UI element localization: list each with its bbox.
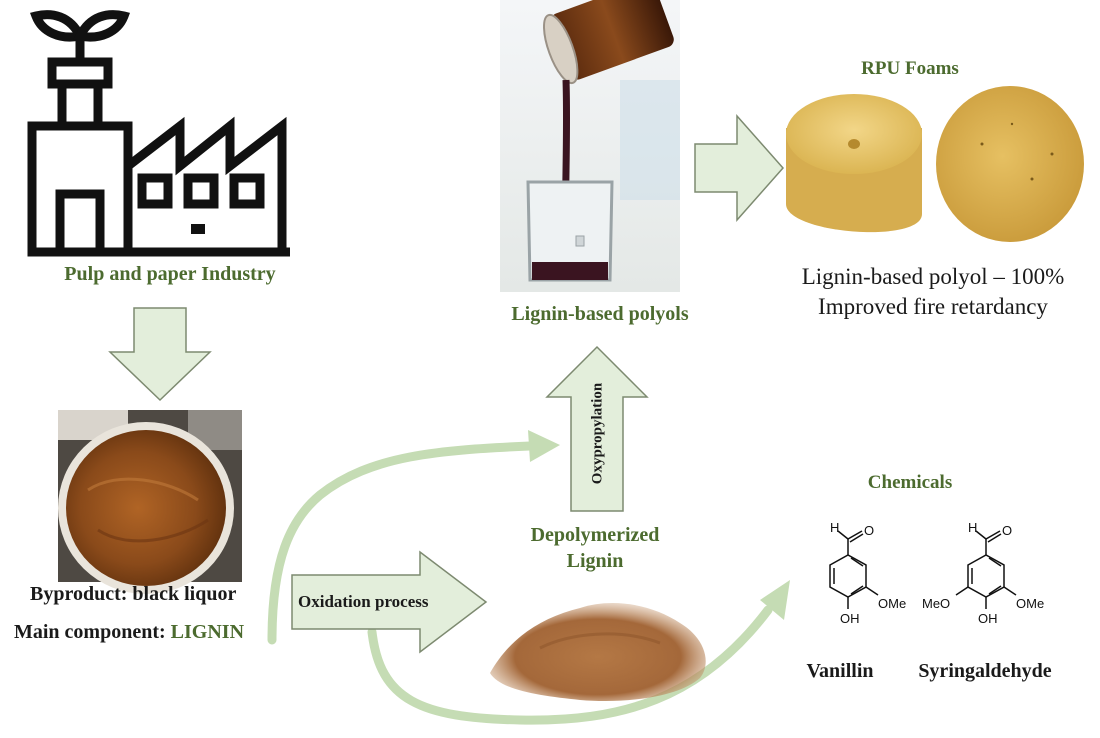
oxypropylation-label: Oxypropylation [589, 382, 606, 485]
vanillin-h: H [830, 520, 839, 535]
byproduct-label: Byproduct: black liquor [30, 583, 237, 605]
main-component-prefix: Main component: [14, 621, 171, 643]
factory-icon [27, 10, 290, 257]
syringaldehyde-ome: OMe [1016, 596, 1044, 611]
oxypropylation-label-wrap: Oxypropylation [583, 370, 613, 510]
vanillin-o: O [864, 523, 874, 538]
syringaldehyde-h: H [968, 520, 977, 535]
syringaldehyde-structure: H O MeO OMe OH [922, 520, 1044, 626]
depolymerized-line2: Lignin [566, 550, 624, 572]
chemicals-title: Chemicals [867, 472, 953, 493]
syringaldehyde-o: O [1002, 523, 1012, 538]
factory-label: Pulp and paper Industry [64, 263, 276, 285]
syringaldehyde-oh: OH [978, 611, 998, 626]
rpu-line1: Lignin-based polyol – 100% [801, 264, 1065, 289]
vanillin-ome: OMe [878, 596, 906, 611]
rpu-foam-photo [786, 86, 1084, 242]
lignin-highlight: LIGNIN [170, 621, 245, 643]
black-liquor-photo [58, 410, 242, 594]
syringaldehyde-name: Syringaldehyde [918, 660, 1052, 682]
rpu-description: Lignin-based polyol – 100% Improved fire… [768, 262, 1098, 322]
oxypropylation-arrow [545, 345, 649, 512]
rpu-title: RPU Foams [861, 58, 959, 79]
lignin-powder-photo [490, 603, 706, 702]
polyol-pour-photo [500, 0, 680, 292]
depolymerized-line1: Depolymerized [530, 524, 660, 546]
syringaldehyde-meo: MeO [922, 596, 950, 611]
depolymerized-label: Depolymerized Lignin [490, 522, 700, 574]
rpu-line2: Improved fire retardancy [818, 294, 1048, 319]
curve-to-oxypropylation [267, 441, 535, 645]
main-component-label: Main component: LIGNIN [14, 621, 314, 644]
polyols-label: Lignin-based polyols [511, 303, 689, 325]
vanillin-name: Vanillin [806, 660, 874, 682]
curve-to-chemicals [367, 605, 773, 725]
oxidation-label: Oxidation process [298, 592, 429, 611]
right-arrow-foams [694, 114, 785, 222]
oxidation-arrow [291, 550, 488, 654]
vanillin-structure: H O OMe OH [829, 520, 906, 626]
down-arrow [108, 307, 212, 402]
vanillin-oh: OH [840, 611, 860, 626]
